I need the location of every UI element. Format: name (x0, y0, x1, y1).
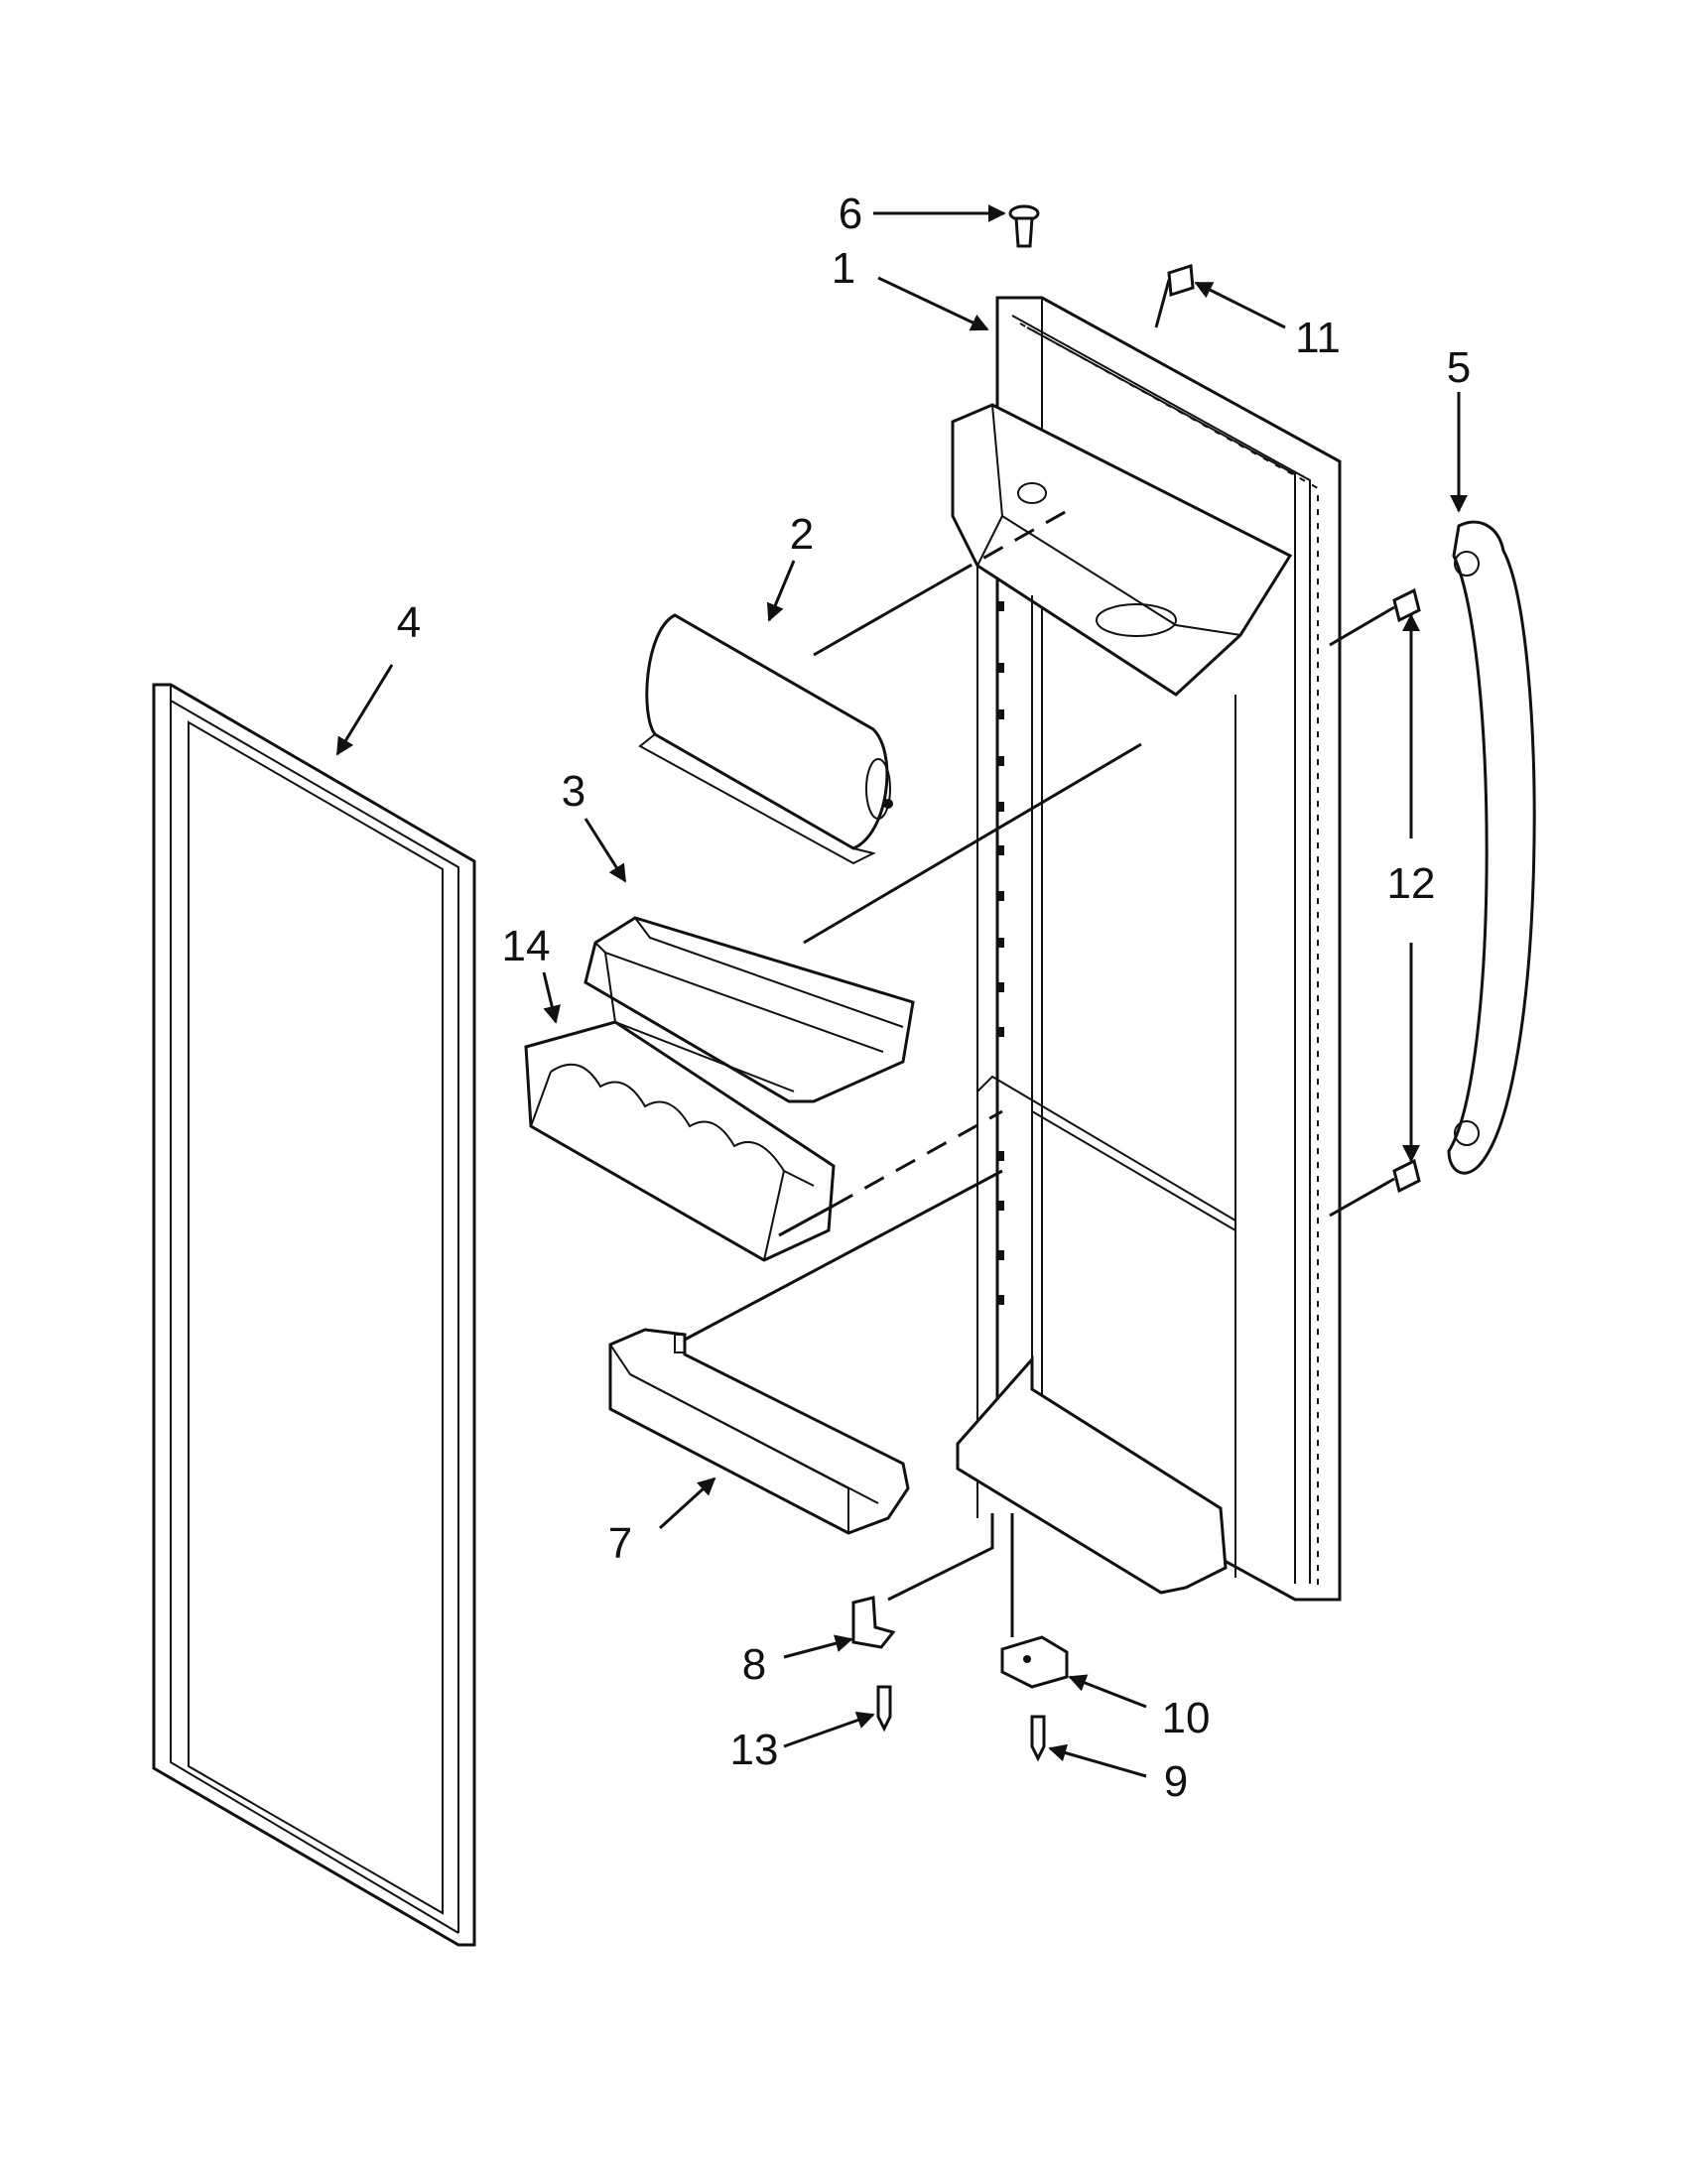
callout-12: 12 (1387, 859, 1436, 908)
callout-10: 10 (1162, 1694, 1211, 1742)
door-handle (1447, 520, 1536, 1175)
label-plate (1167, 264, 1195, 297)
door-gasket (152, 683, 476, 1947)
callout-3: 3 (562, 767, 585, 816)
dairy-cover (638, 613, 893, 865)
callout-7: 7 (608, 1519, 632, 1568)
door-liner (951, 296, 1342, 1602)
handle-stud-bottom (1392, 1158, 1421, 1194)
callout-11: 11 (1295, 314, 1341, 362)
assembly-lines (684, 279, 1395, 1637)
callout-6: 6 (839, 190, 862, 238)
callout-8: 8 (742, 1640, 766, 1689)
callout-4: 4 (397, 598, 421, 647)
handle-stud-top (1392, 587, 1421, 623)
liner-rib-dots (996, 601, 1004, 1305)
callout-14: 14 (502, 922, 551, 970)
leader-arrows (335, 204, 1468, 1778)
callout-9: 9 (1164, 1757, 1188, 1806)
hinge-bracket (1000, 1635, 1069, 1689)
door-bin (584, 916, 915, 1103)
callout-labels: 1 2 3 4 5 6 7 8 9 10 11 12 13 14 (397, 190, 1471, 1806)
top-plug (1008, 204, 1040, 248)
callout-13: 13 (730, 1726, 779, 1774)
lower-door-bin (608, 1328, 910, 1535)
callout-2: 2 (790, 510, 814, 559)
bottom-hinge (851, 1596, 896, 1649)
bracket-screw (1030, 1715, 1046, 1762)
hinge-screw (876, 1685, 892, 1733)
callout-5: 5 (1447, 343, 1471, 392)
callout-1: 1 (832, 244, 855, 293)
egg-tray (524, 1020, 836, 1262)
